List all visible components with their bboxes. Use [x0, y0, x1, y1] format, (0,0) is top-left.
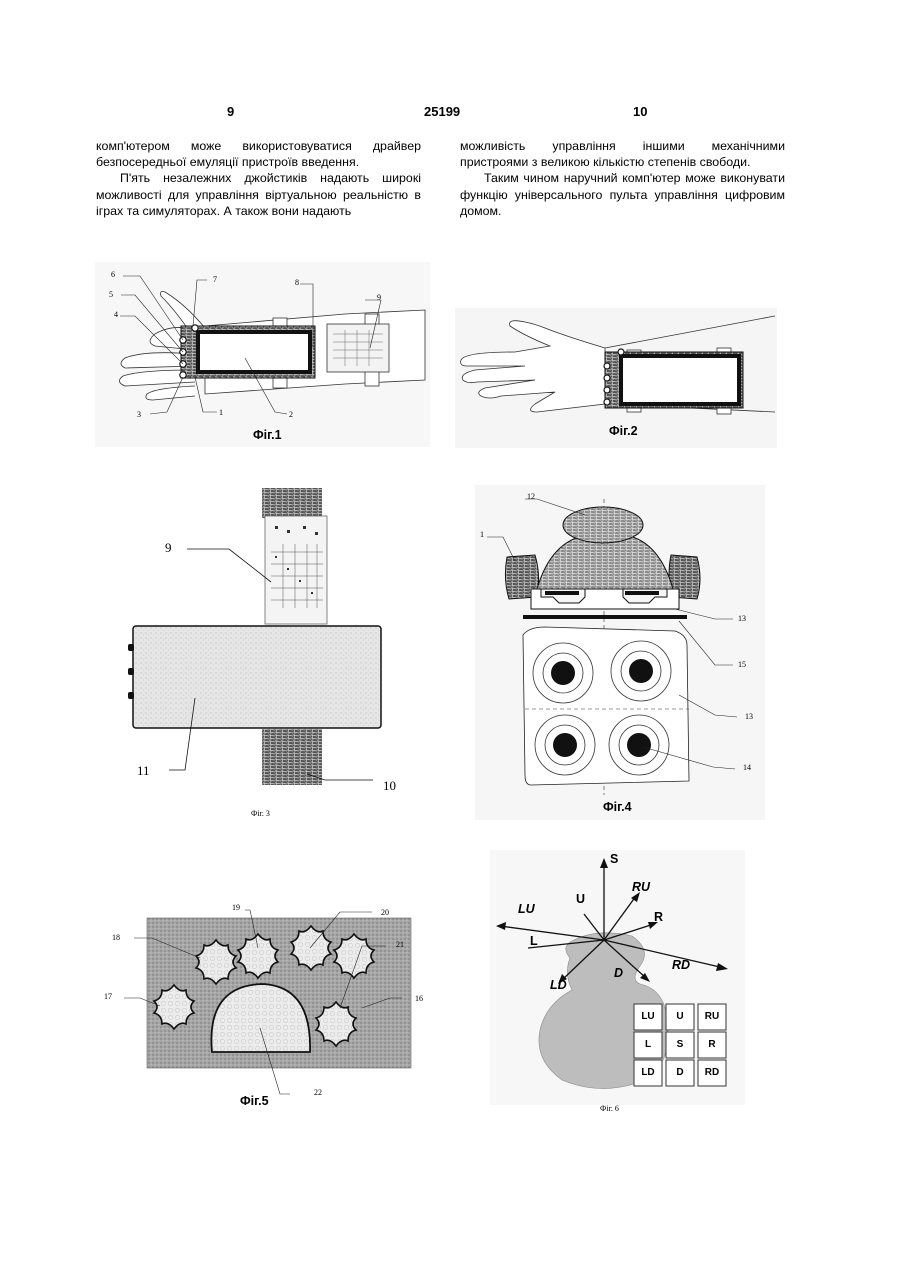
dir-label-u: U [576, 892, 585, 906]
dir-label-l: L [530, 934, 538, 948]
grid-cell: L [634, 1032, 662, 1058]
document-number: 25199 [424, 104, 460, 119]
figure-5: 19 20 18 21 17 16 22 Фіг.5 [100, 898, 430, 1108]
grid-cell: R [698, 1032, 726, 1058]
figure-6: S U RU LU R L RD D LD LU U RU L S R LD D… [490, 850, 750, 1120]
left-paragraph-2: П'ять незалежних джойстиків надають широ… [96, 170, 421, 219]
fig5-label-17: 17 [104, 992, 112, 1001]
dir-label-s: S [610, 852, 618, 866]
grid-cell: RD [698, 1060, 726, 1086]
page-number-right: 10 [633, 104, 647, 119]
fig5-label-21: 21 [396, 940, 404, 949]
fig4-label-15: 15 [738, 660, 746, 669]
fig1-label-1: 1 [219, 408, 223, 417]
dir-label-ru: RU [632, 880, 650, 894]
dir-label-rd: RD [672, 958, 690, 972]
left-column: комп'ютером може використовуватися драйв… [96, 138, 421, 219]
fig3-label-11: 11 [137, 763, 150, 779]
fig4-label-13-top: 13 [738, 614, 746, 623]
fig3-caption: Фіг. 3 [251, 809, 270, 818]
fig4-label-1: 1 [480, 530, 484, 539]
grid-cell: U [666, 1004, 694, 1030]
right-paragraph-1: можливість управління іншими механічними… [460, 138, 785, 170]
dir-label-d: D [614, 966, 623, 980]
figure-1-drawing [95, 262, 430, 447]
grid-cell: LD [634, 1060, 662, 1086]
fig1-label-9: 9 [377, 293, 381, 302]
fig4-caption: Фіг.4 [603, 800, 632, 814]
figure-5-drawing [100, 898, 430, 1108]
left-paragraph-1: комп'ютером може використовуватися драйв… [96, 138, 421, 170]
figure-4: 12 1 13 15 13 14 Фіг.4 [475, 485, 775, 820]
fig5-label-20: 20 [381, 908, 389, 917]
fig1-label-7: 7 [213, 275, 217, 284]
grid-cell: LU [634, 1004, 662, 1030]
figure-3-drawing [125, 482, 400, 822]
figure-1: 6 7 8 9 5 4 3 1 2 Фіг.1 [95, 262, 430, 447]
dir-label-r: R [654, 910, 663, 924]
fig1-label-8: 8 [295, 278, 299, 287]
right-column: можливість управління іншими механічними… [460, 138, 785, 219]
fig1-label-2: 2 [289, 410, 293, 419]
fig4-label-13-bottom: 13 [745, 712, 753, 721]
fig1-label-6: 6 [111, 270, 115, 279]
fig5-caption: Фіг.5 [240, 1094, 269, 1108]
fig2-caption: Фіг.2 [609, 424, 638, 438]
fig1-label-4: 4 [114, 310, 118, 319]
page-number-left: 9 [227, 104, 234, 119]
fig1-label-3: 3 [137, 410, 141, 419]
grid-cell: S [666, 1032, 694, 1058]
fig5-label-18: 18 [112, 933, 120, 942]
fig5-label-22: 22 [314, 1088, 322, 1097]
right-paragraph-2: Таким чином наручний комп'ютер може вико… [460, 170, 785, 219]
fig3-label-9: 9 [165, 540, 172, 556]
fig4-label-14: 14 [743, 763, 751, 772]
grid-cell: RU [698, 1004, 726, 1030]
figure-2: Фіг.2 [455, 308, 777, 448]
grid-cell: D [666, 1060, 694, 1086]
figure-4-drawing [475, 485, 775, 820]
fig5-label-19: 19 [232, 903, 240, 912]
dir-label-lu: LU [518, 902, 535, 916]
fig3-label-10: 10 [383, 778, 396, 794]
fig6-caption: Фіг. 6 [600, 1104, 619, 1113]
fig1-label-5: 5 [109, 290, 113, 299]
dir-label-ld: LD [550, 978, 567, 992]
fig1-caption: Фіг.1 [253, 428, 282, 442]
fig4-label-12: 12 [527, 492, 535, 501]
fig5-label-16: 16 [415, 994, 423, 1003]
figure-3: 9 11 10 Фіг. 3 [125, 482, 400, 822]
